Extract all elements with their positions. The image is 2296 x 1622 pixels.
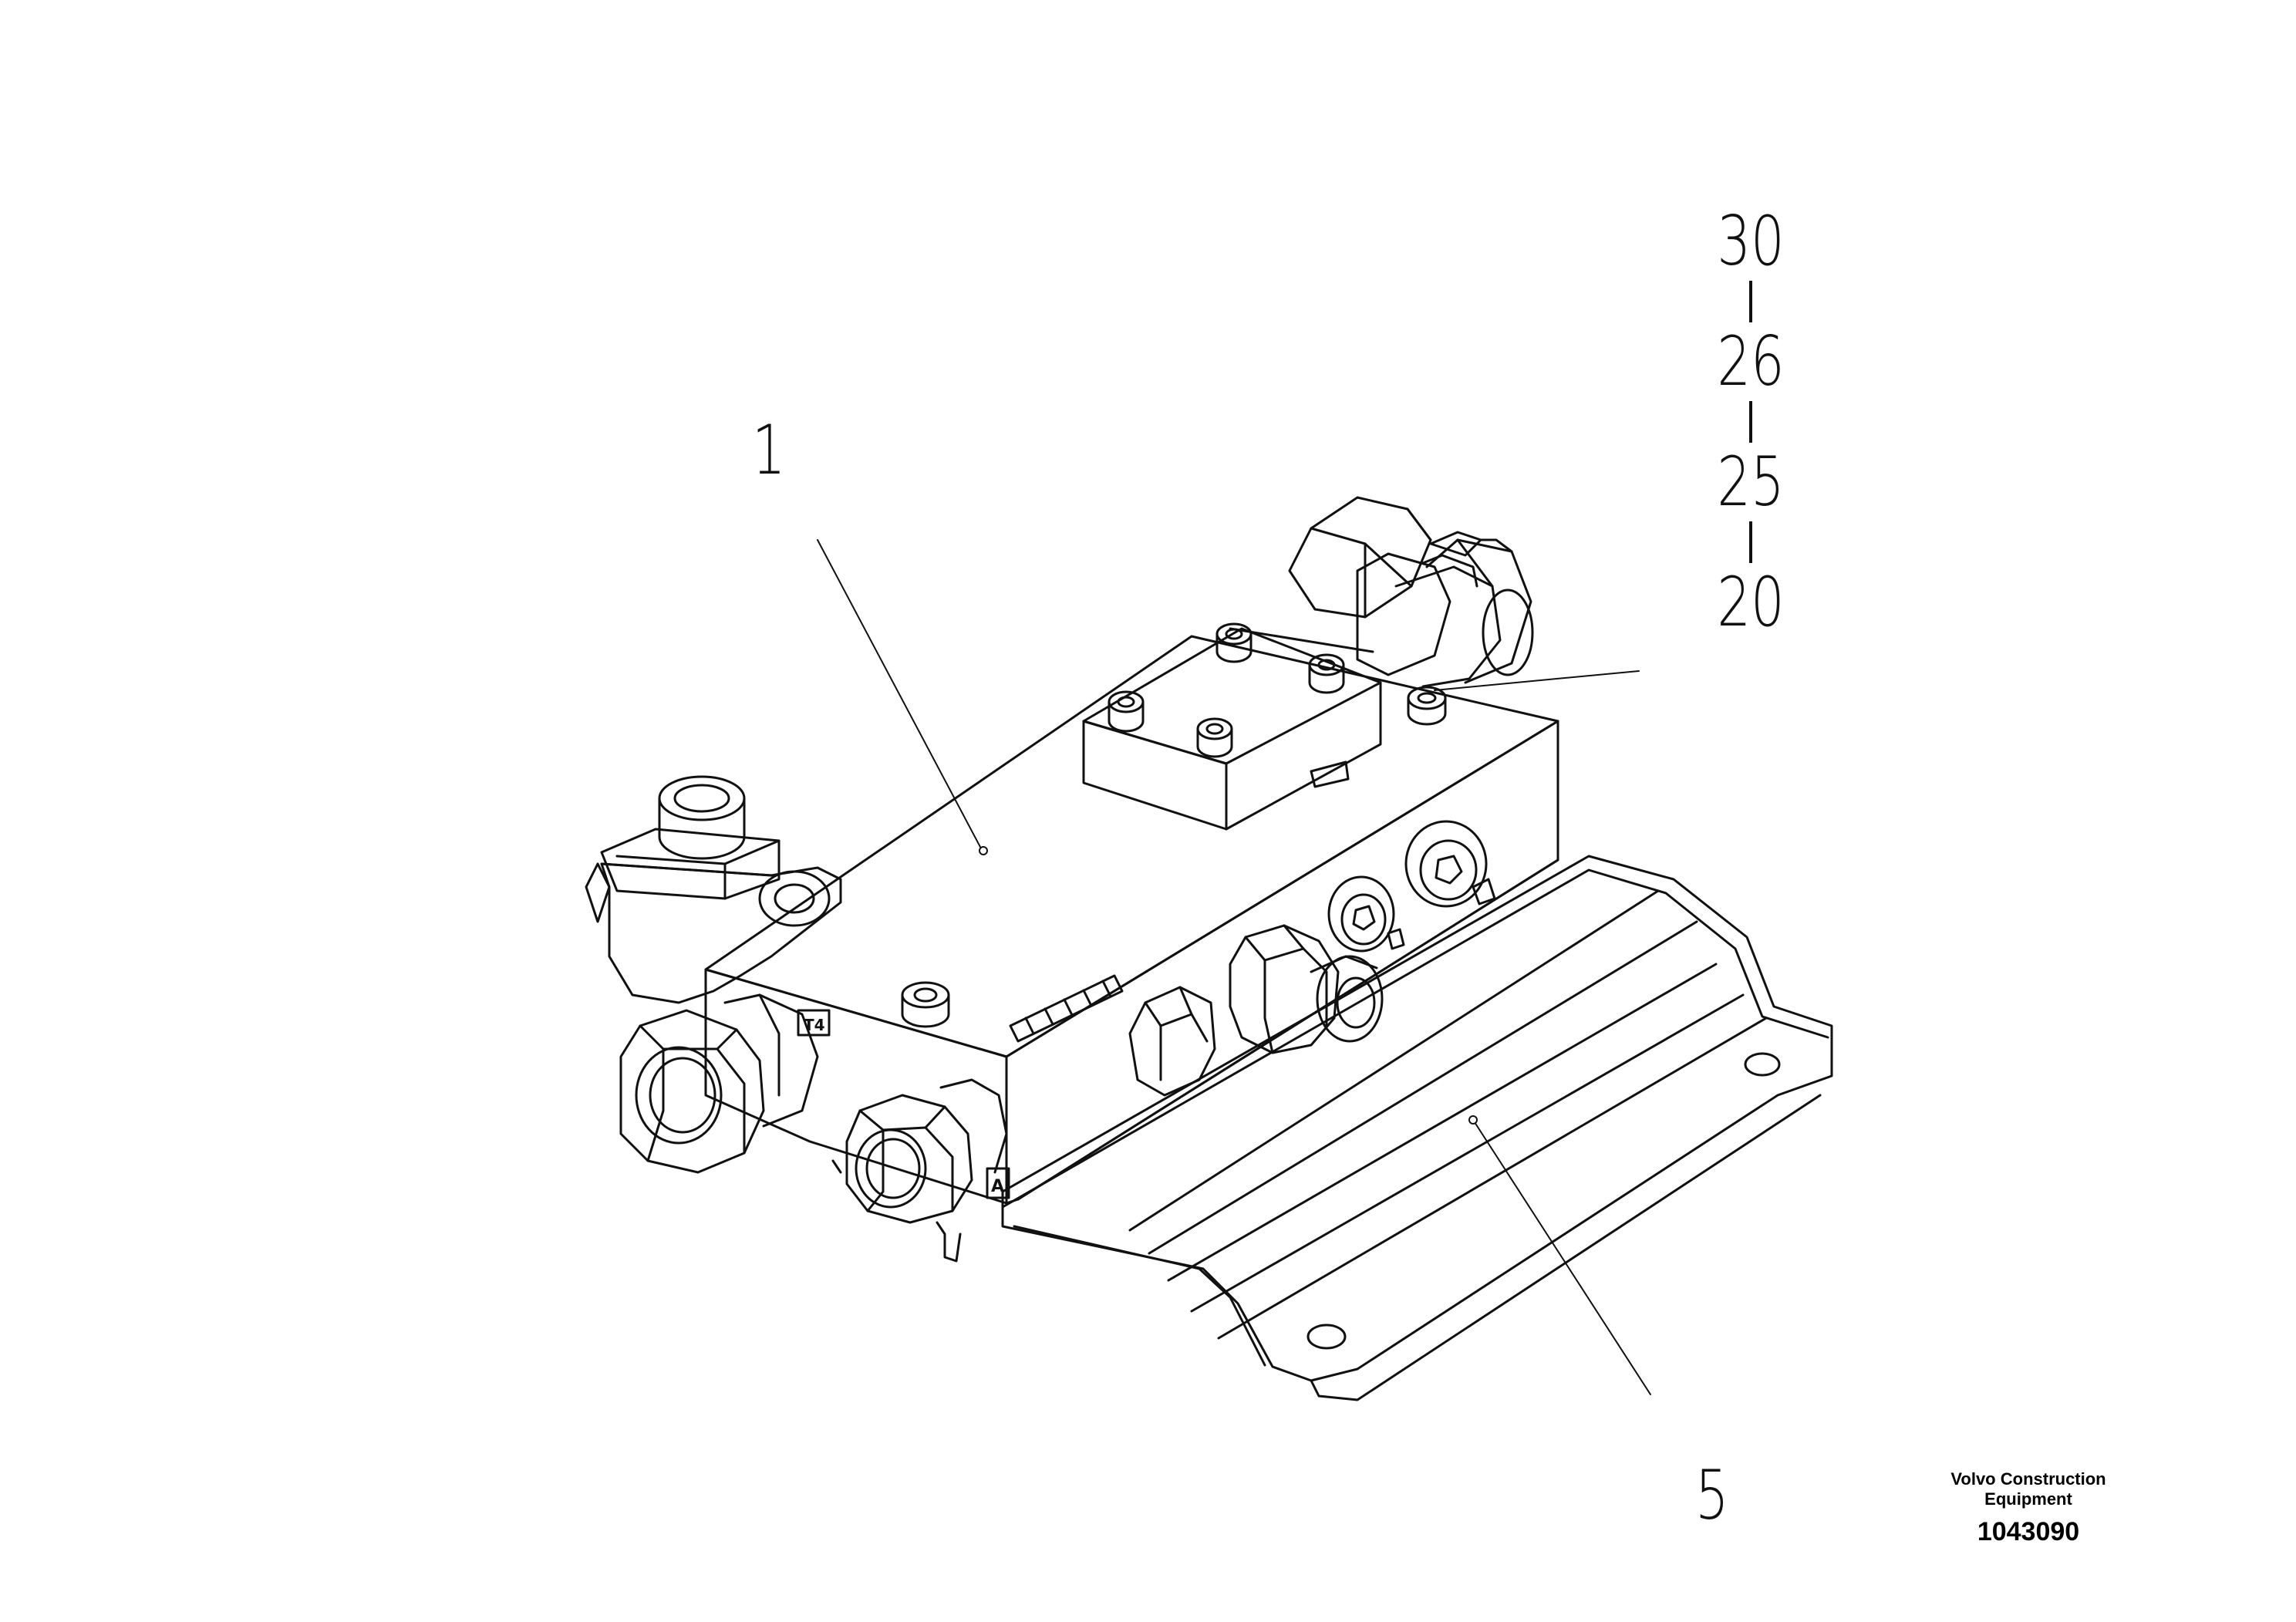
a-port-label: A	[991, 1177, 1004, 1196]
upper-fitting	[1288, 496, 1534, 688]
a-label-box	[986, 1167, 1010, 1199]
callout-part-1: 1	[752, 410, 787, 490]
top-cover-plate	[1082, 627, 1382, 831]
left-solenoid	[585, 775, 842, 1004]
callout-part-20: 20	[1717, 562, 1785, 642]
company-name-line1: Volvo Construction	[1950, 1469, 2106, 1489]
title-block: Volvo Construction Equipment 1043090	[1928, 1469, 2129, 1547]
cover-bolts	[1108, 622, 1447, 758]
callout-part-5: 5	[1695, 1455, 1731, 1535]
callout-stack: 30 26 25 20	[1704, 207, 1797, 637]
callout-part-26: 26	[1717, 322, 1785, 401]
t4-port-fitting	[619, 993, 819, 1174]
mounting-plate	[1001, 855, 1833, 1401]
callout-part-30: 30	[1717, 201, 1785, 281]
stack-separator	[1749, 521, 1752, 563]
callout-part-25: 25	[1717, 442, 1785, 521]
t4-label-box	[797, 1009, 831, 1037]
hex-plug-side	[1128, 986, 1216, 1097]
a-port-fitting	[831, 1078, 1008, 1263]
stack-separator	[1749, 281, 1752, 322]
stack-separator	[1749, 401, 1752, 443]
side-fitting-b	[1229, 924, 1384, 1054]
drawing-number: 1043090	[1977, 1517, 2080, 1546]
side-plug-round	[1327, 875, 1405, 953]
side-plug-round-2	[1404, 820, 1496, 908]
leader-lines	[817, 539, 1651, 1395]
t4-port-label: T4	[804, 1016, 825, 1034]
valve-block	[704, 635, 1559, 1205]
company-name-line2: Equipment	[1984, 1489, 2072, 1509]
marking-strip	[1009, 974, 1124, 1043]
front-top-bolt	[901, 981, 950, 1028]
